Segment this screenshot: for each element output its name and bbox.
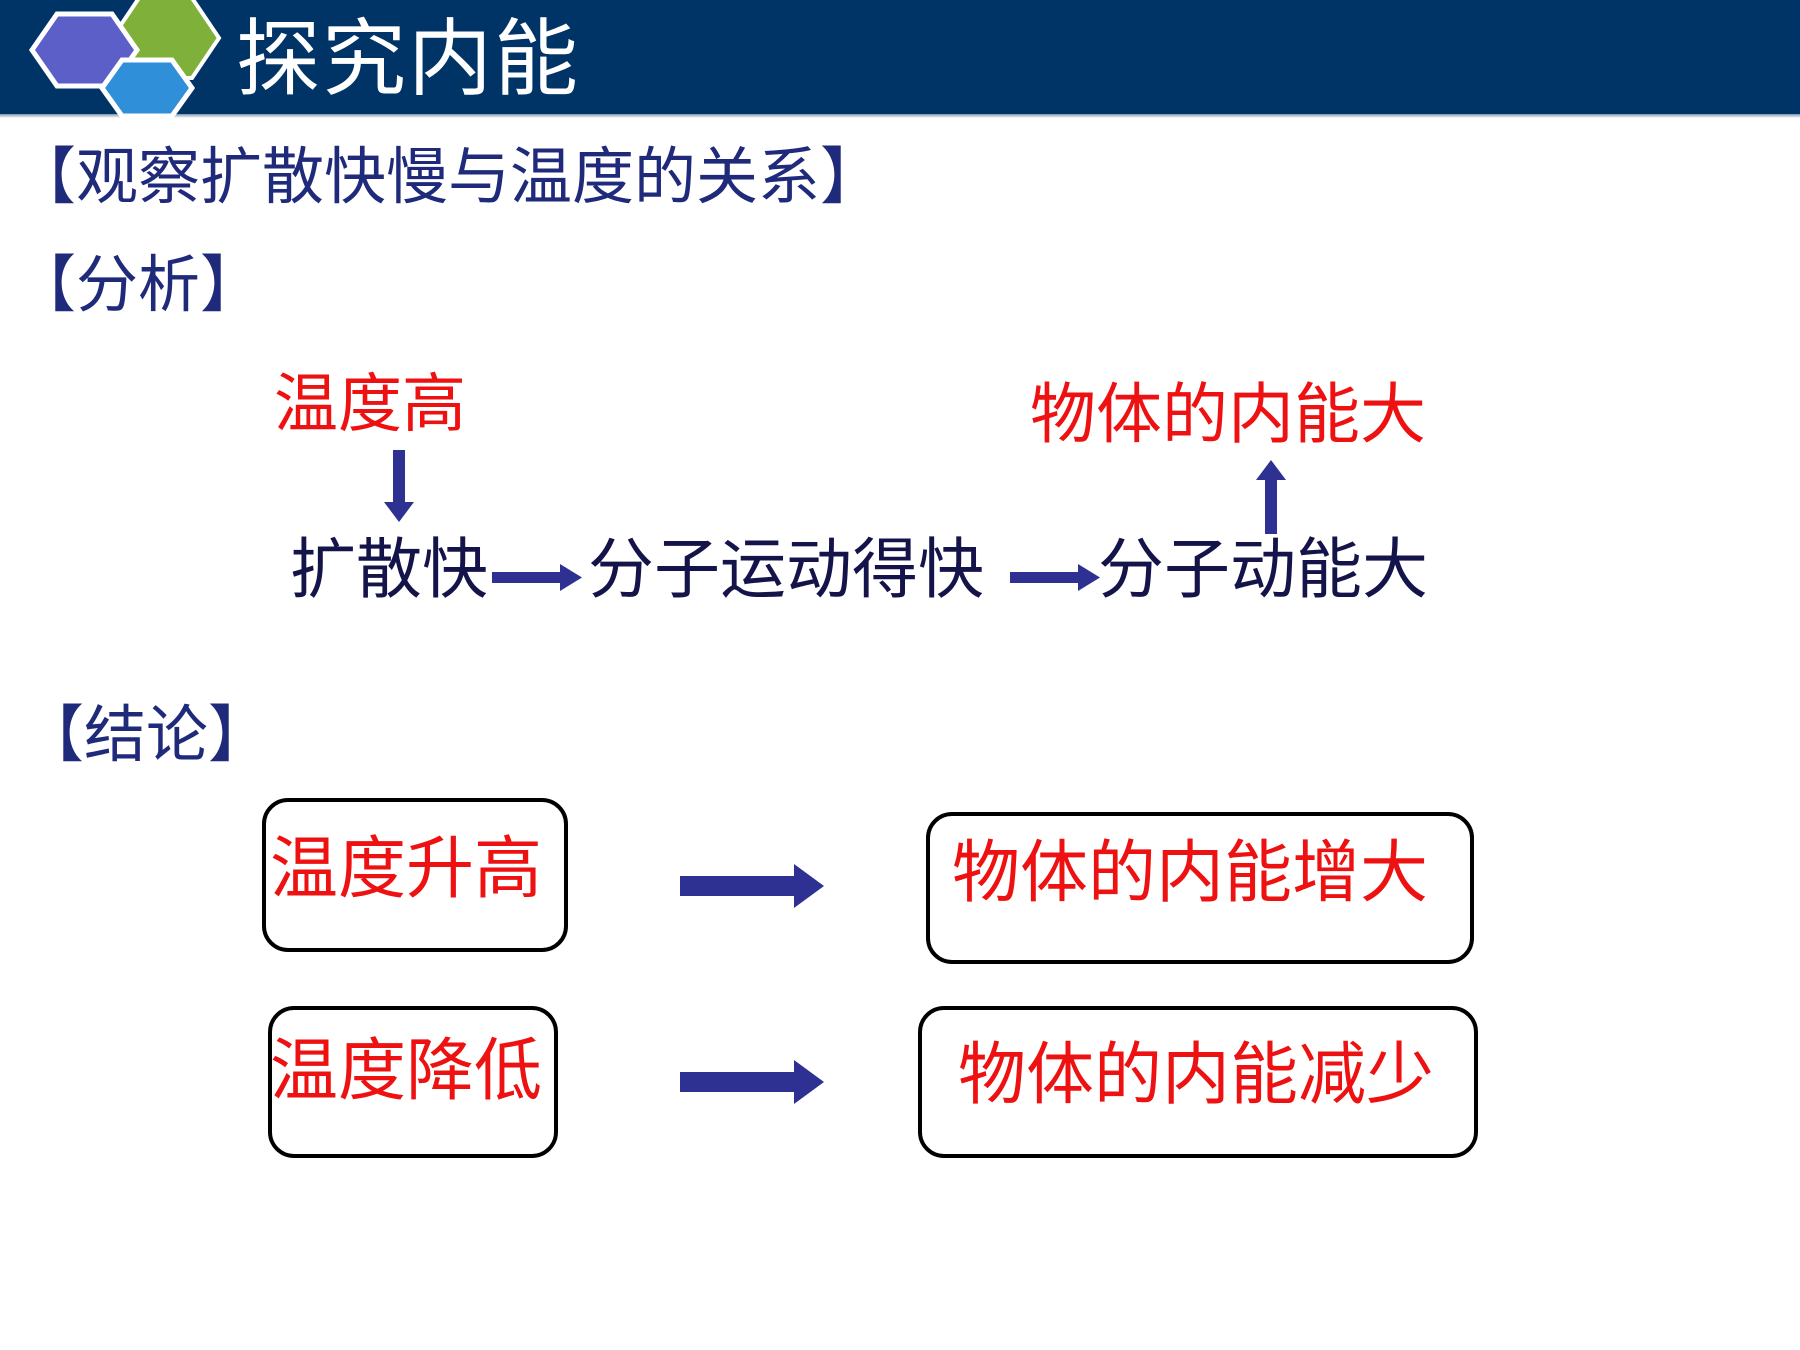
- condition-rise-label: 温度升高: [270, 830, 543, 909]
- conclusion-heading: 【结论】: [22, 698, 271, 771]
- condition-box-drop: [268, 1006, 558, 1158]
- header-divider: [0, 114, 1800, 118]
- flow-start-label: 温度高: [274, 368, 466, 442]
- flow-result-label: 物体的内能大: [1030, 376, 1426, 453]
- arrow-down-icon: [384, 450, 414, 522]
- result-decrease-label: 物体的内能减少: [958, 1036, 1435, 1115]
- hexagon-logo-icon: [28, 0, 222, 119]
- flow-step3-label: 分子动能大: [1098, 531, 1428, 608]
- header-bar: [0, 0, 1800, 114]
- flow-step1-label: 扩散快: [290, 531, 488, 608]
- arrow-up-icon: [1256, 460, 1286, 534]
- arrow-right-icon: [680, 864, 824, 908]
- analysis-heading: 【分析】: [14, 248, 263, 321]
- arrow-right-icon: [1010, 564, 1100, 591]
- arrow-right-icon: [492, 564, 582, 591]
- result-increase-label: 物体的内能增大: [952, 834, 1429, 913]
- flow-step2-label: 分子运动得快: [588, 531, 984, 608]
- arrow-right-icon: [680, 1060, 824, 1104]
- observe-heading: 【观察扩散快慢与温度的关系】: [14, 140, 883, 213]
- result-box-decrease: [918, 1006, 1478, 1158]
- page-title: 探究内能: [236, 10, 581, 108]
- condition-box-rise: [262, 798, 568, 952]
- condition-drop-label: 温度降低: [270, 1032, 543, 1111]
- result-box-increase: [926, 812, 1474, 964]
